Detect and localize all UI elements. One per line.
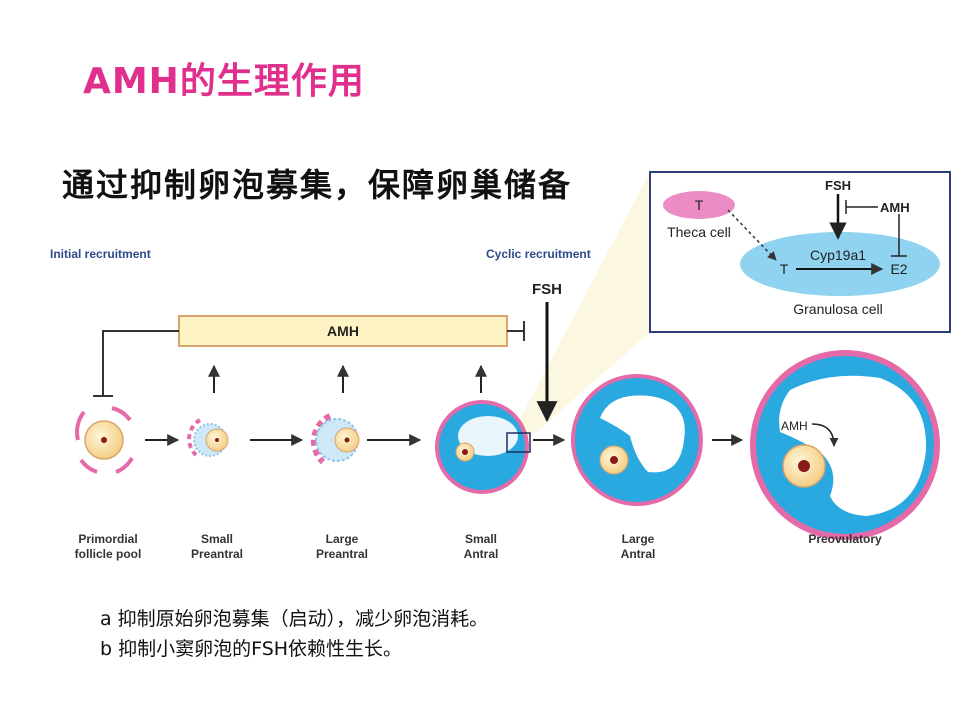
- fsh-label: FSH: [532, 281, 562, 298]
- stage-label-small-antral-1: Small: [465, 532, 497, 546]
- zoom-callout: [510, 172, 650, 438]
- large-preantral-follicle: [310, 413, 360, 465]
- note-a: a 抑制原始卵泡募集（启动），减少卵泡消耗。: [100, 608, 489, 630]
- initial-recruitment-label: Initial recruitment: [50, 247, 151, 261]
- inset-amh-label: AMH: [880, 200, 910, 215]
- stage-label-small-antral-2: Antral: [464, 547, 499, 561]
- preovulatory-amh-arrow: [811, 423, 839, 447]
- inset-t-theca: T: [695, 197, 704, 213]
- inset-fsh-label: FSH: [825, 178, 851, 193]
- inset-e2-label: E2: [890, 261, 907, 277]
- stage-label-large-antral-2: Antral: [621, 547, 656, 561]
- granulosa-cell-shape: [740, 232, 940, 296]
- stage-label-primordial-1: Primordial: [78, 532, 137, 546]
- amh-bar-label: AMH: [327, 323, 359, 339]
- slide-title: AMH的生理作用: [83, 61, 365, 102]
- zoom-box: [506, 432, 531, 453]
- slide-subtitle: 通过抑制卵泡募集，保障卵巢储备: [62, 166, 573, 204]
- preovulatory-follicle: AMH: [750, 350, 940, 540]
- stage-label-large-preantral-2: Preantral: [316, 547, 368, 561]
- cyclic-recruitment-label: Cyclic recruitment: [486, 247, 591, 261]
- inset-granulosa-cell-label: Granulosa cell: [793, 301, 883, 317]
- theca-cell-shape: [663, 191, 735, 219]
- primordial-follicle: [74, 406, 134, 474]
- notes: a 抑制原始卵泡募集（启动），减少卵泡消耗。 b 抑制小窦卵泡的FSH依赖性生长…: [100, 604, 488, 664]
- stage-label-small-preantral-1: Small: [201, 532, 233, 546]
- inset-panel: T Theca cell FSH AMH T Cyp19a1 E2 Granul…: [649, 171, 951, 333]
- preovulatory-amh-label: AMH: [781, 419, 808, 433]
- large-antral-follicle: [571, 374, 703, 506]
- amh-inhibit-primordial-line: [102, 330, 179, 395]
- stage-label-small-preantral-2: Preantral: [191, 547, 243, 561]
- stage-label-large-antral-1: Large: [622, 532, 655, 546]
- follicle-recruitment-diagram: Initial recruitment Cyclic recruitment A…: [50, 171, 951, 561]
- stage-label-preovulatory: Preovulatory: [808, 532, 882, 546]
- small-antral-follicle: [435, 400, 531, 494]
- inset-t-granulosa: T: [780, 261, 789, 277]
- inset-cyp19a1-label: Cyp19a1: [810, 247, 866, 263]
- stage-label-primordial-2: follicle pool: [75, 547, 142, 561]
- inset-theca-cell-label: Theca cell: [667, 224, 731, 240]
- stage-label-large-preantral-1: Large: [326, 532, 359, 546]
- small-preantral-follicle: [187, 418, 229, 457]
- note-b: b 抑制小窦卵泡的FSH依赖性生长。: [100, 638, 403, 660]
